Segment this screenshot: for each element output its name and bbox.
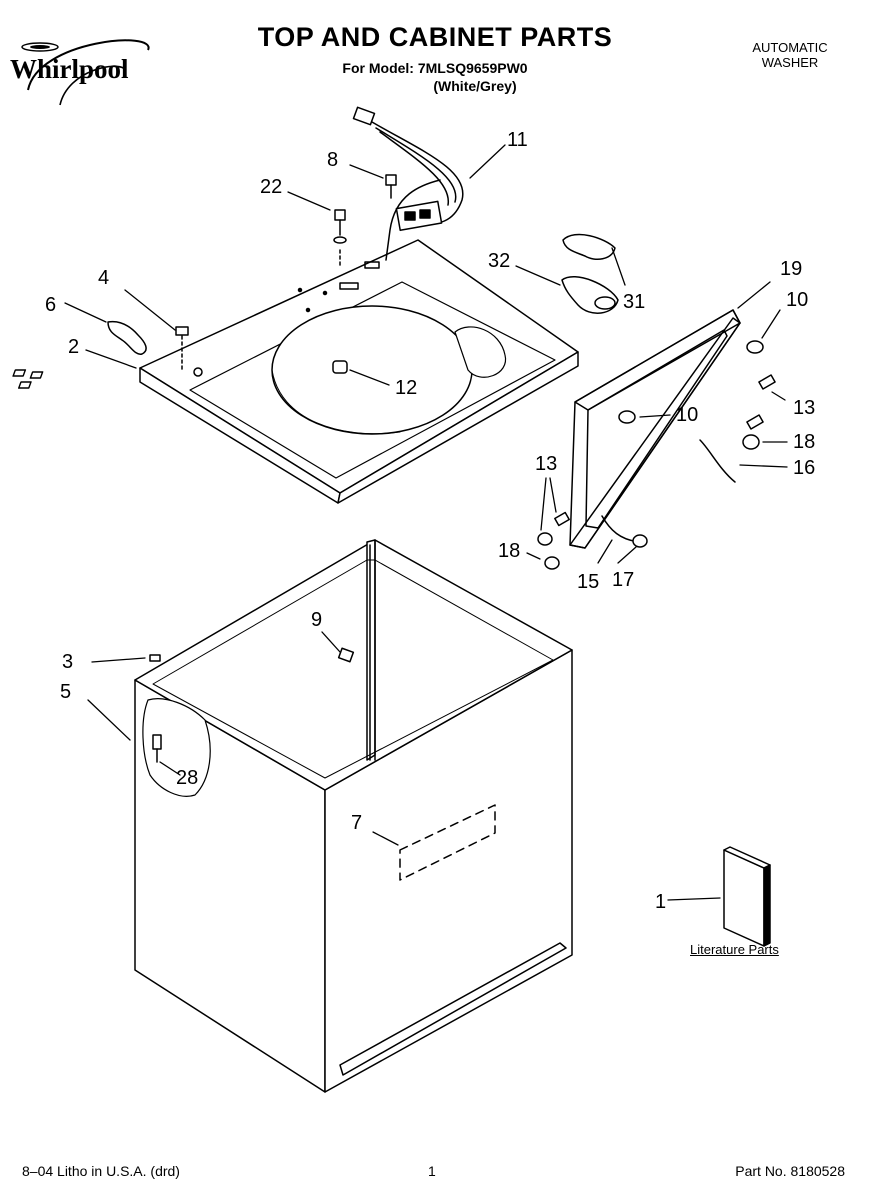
callout-32: 32	[488, 250, 511, 272]
page-number: 1	[428, 1163, 436, 1179]
callout-5: 5	[60, 681, 72, 703]
part-number: Part No. 8180528	[735, 1163, 845, 1179]
cabinet-part	[134, 539, 573, 1093]
callout-31: 31	[623, 291, 646, 313]
lid-assembly-part	[569, 309, 764, 549]
wire-harness-part	[352, 106, 464, 261]
clip-part	[107, 320, 189, 371]
page-title: TOP AND CABINET PARTS	[257, 22, 613, 52]
callout-28: 28	[176, 767, 199, 789]
callout-3: 3	[62, 651, 74, 673]
callout-16: 16	[793, 457, 816, 479]
product-type-line1: AUTOMATIC	[752, 40, 828, 55]
hinge-hardware-part	[537, 374, 776, 570]
callout-8: 8	[327, 149, 339, 171]
model-variant: (White/Grey)	[433, 78, 517, 94]
callout-18-left: 18	[498, 540, 521, 562]
callout-10-top: 10	[786, 289, 809, 311]
callout-6: 6	[45, 294, 57, 316]
callout-7: 7	[351, 812, 363, 834]
callout-15: 15	[577, 571, 600, 593]
callout-22: 22	[260, 176, 283, 198]
callout-11: 11	[507, 129, 528, 151]
callout-12: 12	[395, 377, 418, 399]
model-line: For Model: 7MLSQ9659PW0	[342, 60, 528, 76]
callout-13-right: 13	[793, 397, 816, 419]
callout-2: 2	[68, 336, 80, 358]
literature-packet-part	[723, 846, 771, 947]
callout-17: 17	[612, 569, 635, 591]
product-type: AUTOMATIC WASHER	[730, 40, 850, 70]
lid-bumper-part	[561, 233, 619, 314]
callout-4: 4	[98, 267, 110, 289]
callout-10-lid: 10	[676, 404, 699, 426]
logo-wordmark: Whirlpool	[10, 54, 129, 84]
whirlpool-logo: Whirlpool	[10, 39, 150, 106]
callout-13-left: 13	[535, 453, 558, 475]
callout-19: 19	[780, 258, 803, 280]
print-info: 8–04 Litho in U.S.A. (drd)	[22, 1163, 180, 1179]
callout-18-right: 18	[793, 431, 816, 453]
callout-1: 1	[655, 891, 667, 913]
callout-9: 9	[311, 609, 323, 631]
product-type-line2: WASHER	[761, 55, 819, 70]
leader-lines	[64, 144, 788, 901]
literature-parts-label: Literature Parts	[690, 942, 779, 957]
top-panel-part	[12, 239, 579, 504]
screw-part	[333, 174, 397, 266]
